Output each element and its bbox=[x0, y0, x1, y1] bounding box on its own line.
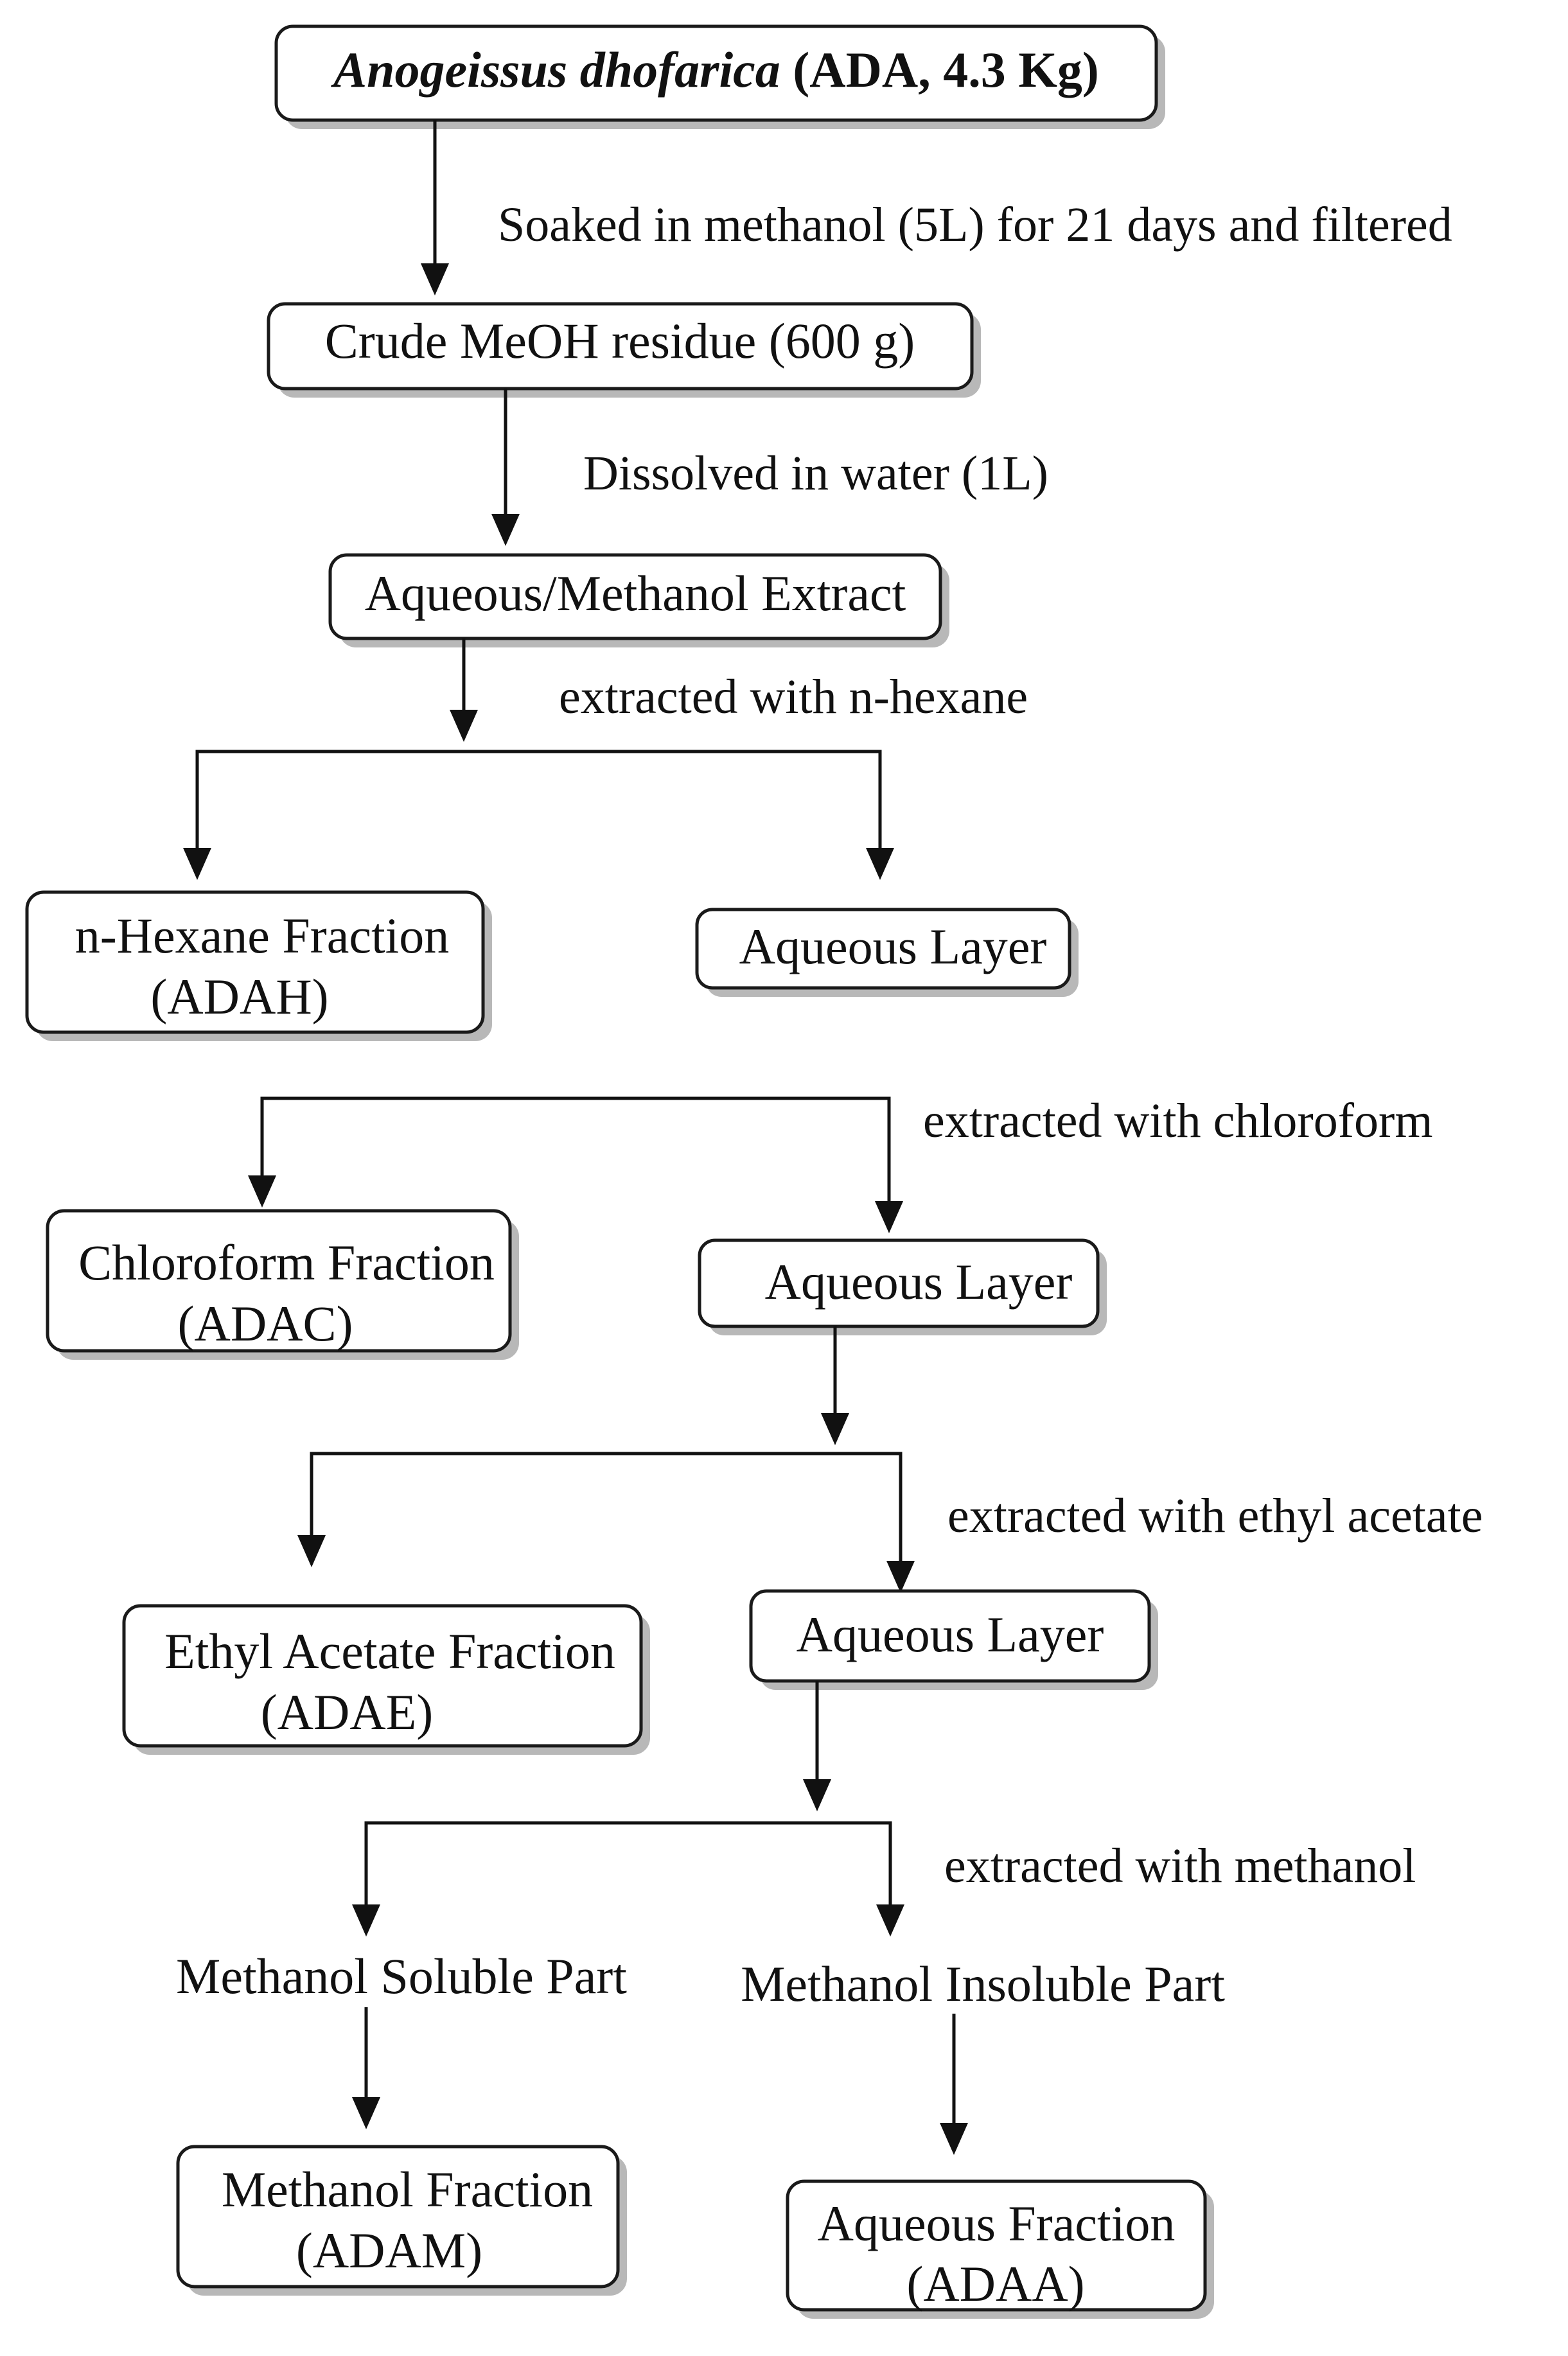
step-hexane: extracted with n-hexane bbox=[559, 670, 1028, 724]
node-crude-label: Crude MeOH residue (600 g) bbox=[325, 313, 915, 369]
arrowhead bbox=[352, 2097, 380, 2129]
node-chloro-line2: (ADAC) bbox=[178, 1296, 353, 1351]
step-dissolve: Dissolved in water (1L) bbox=[583, 446, 1048, 500]
node-methanol-soluble: Methanol Soluble Part bbox=[176, 1948, 627, 2004]
node-crude: Crude MeOH residue (600 g) bbox=[267, 302, 981, 398]
node-meohfrac-line2: (ADAM) bbox=[296, 2222, 482, 2278]
node-aqueous-layer-3: Aqueous Layer bbox=[749, 1589, 1158, 1690]
arrowhead bbox=[352, 1904, 380, 1937]
arrowhead bbox=[821, 1413, 849, 1445]
arrowhead bbox=[886, 1561, 915, 1593]
node-ethyl-acetate-fraction: Ethyl Acetate Fraction (ADAE) bbox=[122, 1604, 650, 1755]
node-aqueous-methanol-extract: Aqueous/Methanol Extract bbox=[328, 553, 949, 647]
node-aqfrac-line1: Aqueous Fraction bbox=[818, 2195, 1176, 2251]
branch-chloroform bbox=[260, 1096, 891, 1208]
node-hexane-fraction: n-Hexane Fraction (ADAH) bbox=[25, 890, 492, 1041]
node-aqueous-layer-2: Aqueous Layer bbox=[698, 1238, 1107, 1335]
node-aqueous-fraction: Aqueous Fraction (ADAA) bbox=[786, 2179, 1214, 2319]
branch-ethyl-acetate bbox=[310, 1452, 903, 1567]
step-ethyl-acetate: extracted with ethyl acetate bbox=[947, 1489, 1483, 1543]
arrowhead bbox=[248, 1175, 276, 1208]
arrowhead bbox=[450, 710, 478, 742]
branch-hexane bbox=[195, 750, 882, 870]
node-ethyl-line2: (ADAE) bbox=[261, 1684, 434, 1740]
arrowhead bbox=[876, 1904, 904, 1937]
node-ethyl-line1: Ethyl Acetate Fraction bbox=[164, 1623, 615, 1679]
arrowhead bbox=[803, 1779, 831, 1811]
node-aq3-label: Aqueous Layer bbox=[797, 1606, 1104, 1662]
arrowhead bbox=[421, 263, 449, 295]
arrowhead bbox=[491, 514, 520, 546]
step-chloroform: extracted with chloroform bbox=[923, 1094, 1432, 1148]
node-source: Anogeissus dhofarica (ADA, 4.3 Kg) bbox=[274, 24, 1165, 129]
arrowhead bbox=[297, 1535, 326, 1567]
node-methanol-insoluble: Methanol Insoluble Part bbox=[741, 1956, 1225, 2012]
node-hexane-line2: (ADAH) bbox=[150, 969, 328, 1024]
node-aqfrac-line2: (ADAA) bbox=[906, 2256, 1084, 2312]
node-aq2-label: Aqueous Layer bbox=[765, 1254, 1073, 1310]
node-hexane-line1: n-Hexane Fraction bbox=[75, 908, 450, 963]
node-aqmeoh-label: Aqueous/Methanol Extract bbox=[365, 565, 906, 621]
arrowhead bbox=[940, 2123, 968, 2155]
branch-methanol bbox=[364, 1821, 892, 1921]
node-meohfrac-line1: Methanol Fraction bbox=[222, 2161, 593, 2217]
node-source-label: Anogeissus dhofarica (ADA, 4.3 Kg) bbox=[330, 42, 1099, 98]
arrowhead bbox=[866, 848, 894, 880]
step-soak: Soaked in methanol (5L) for 21 days and … bbox=[498, 198, 1452, 252]
node-chloroform-fraction: Chloroform Fraction (ADAC) bbox=[46, 1209, 519, 1360]
node-aqueous-layer-1: Aqueous Layer bbox=[695, 908, 1079, 997]
node-methanol-fraction: Methanol Fraction (ADAM) bbox=[176, 2145, 627, 2296]
arrowhead bbox=[183, 848, 211, 880]
node-chloro-line1: Chloroform Fraction bbox=[78, 1235, 495, 1290]
step-methanol: extracted with methanol bbox=[944, 1839, 1416, 1893]
arrowhead bbox=[875, 1201, 903, 1233]
node-aq1-label: Aqueous Layer bbox=[739, 919, 1047, 974]
